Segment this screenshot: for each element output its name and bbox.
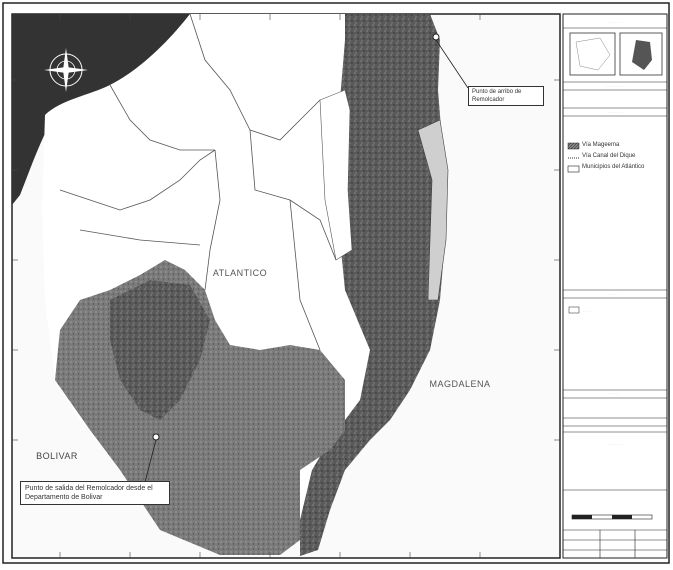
- map-frame: [11, 13, 561, 559]
- departure-point-marker: [152, 433, 160, 441]
- callout-arrival: Punto de arribo de Remolcador: [468, 86, 544, 106]
- sea-area: [12, 14, 190, 205]
- region-label-magdalena: MAGDALENA: [429, 379, 490, 389]
- legend-swatch-hatched: [567, 142, 580, 150]
- map-sidebar: · · · · · · · · · · · · · · · · · · · · …: [562, 13, 668, 559]
- svg-text:· · · · · · · · · ·: · · · · · · · · · ·: [606, 110, 624, 114]
- legend-item: Municipios del Atlántico: [582, 164, 645, 170]
- municipality-patch: [319, 89, 353, 261]
- svg-text:· · · · · · · · · ·: · · · · · · · · · ·: [606, 442, 624, 446]
- legend: Vía Mageema Vía Canal del Dique Municipi…: [582, 140, 666, 173]
- wetland-core: [110, 280, 210, 420]
- arrival-leader-line: [435, 39, 469, 89]
- municipality-boundaries: [59, 13, 337, 351]
- svg-text:· · · · · · · · · · ·: · · · · · · · · · · ·: [605, 84, 624, 88]
- legend-item: Vía Canal del Dique: [582, 153, 636, 159]
- magdalena-wetland: [300, 14, 445, 556]
- svg-text:· · · · ·: · · · · ·: [583, 309, 591, 313]
- region-label-atlantico: ATLANTICO: [213, 268, 267, 278]
- grid-ticks: [12, 14, 560, 558]
- svg-text:· · · · · · ·: · · · · · · ·: [609, 391, 621, 395]
- coastal-lagoon: [417, 119, 449, 301]
- departure-leader-line: [144, 439, 157, 483]
- legend-item: Vía Mageema: [582, 142, 620, 148]
- legend-swatch-empty: [567, 165, 580, 173]
- region-label-bolivar: BOLIVAR: [36, 451, 78, 461]
- callout-arrival-text: Punto de arribo de Remolcador: [472, 89, 522, 103]
- svg-text:· · · · · · · ·: · · · · · · · ·: [608, 20, 622, 24]
- callout-departure: Punto de salida del Remolcador desde el …: [20, 481, 170, 505]
- svg-text:· · · · · · · ·: · · · · · · · ·: [608, 292, 622, 296]
- inset-map-country: [569, 32, 616, 76]
- arrival-point-marker: [432, 33, 440, 41]
- callout-departure-text: Punto de salida del Remolcador desde el …: [25, 485, 153, 501]
- north-arrow-icon: [44, 48, 88, 92]
